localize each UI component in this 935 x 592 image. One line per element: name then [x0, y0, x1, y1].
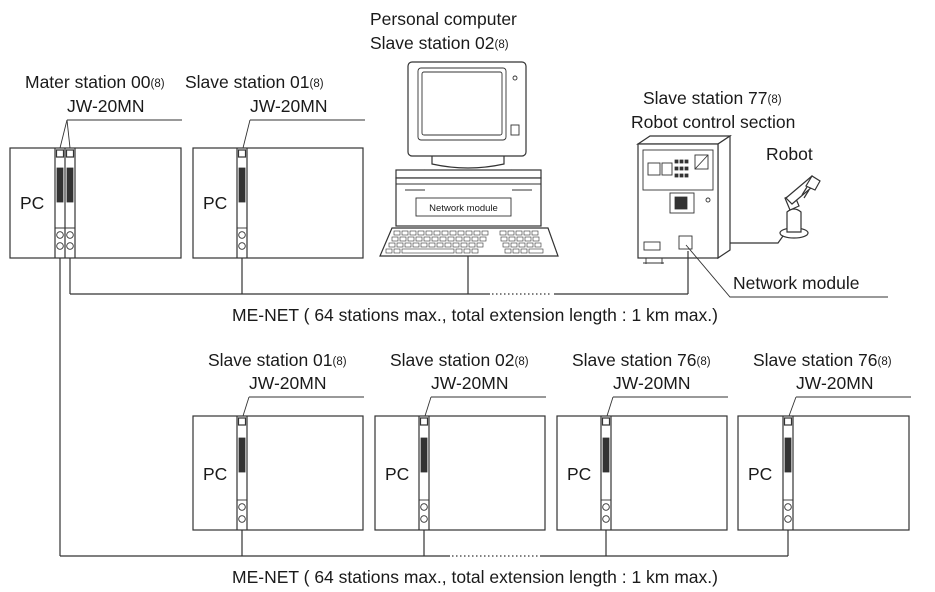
me-net-bottom-caption: ME-NET ( 64 stations max., total extensi… [232, 567, 718, 587]
pc-label: PC [203, 464, 227, 484]
bottom-slave-model: JW-20MN [796, 373, 873, 393]
pc-label: PC [203, 193, 227, 213]
top-slave-leader [242, 119, 251, 149]
master-station-pc: PC [9, 147, 182, 259]
bottom-slave-leader [788, 396, 797, 417]
pc-label: PC [748, 464, 772, 484]
computer-network-module-label: Network module [429, 203, 498, 214]
computer-station-label: Slave station 02(8) [370, 33, 509, 53]
pc-label: PC [20, 193, 44, 213]
bottom-slave-station-pc: PC [737, 415, 910, 531]
master-station-model: JW-20MN [67, 96, 144, 116]
bottom-slave-model: JW-20MN [431, 373, 508, 393]
robot-controller [636, 134, 732, 264]
bottom-slave-model: JW-20MN [613, 373, 690, 393]
pc-label: PC [385, 464, 409, 484]
network-module-callout-label: Network module [733, 273, 859, 293]
me-net-top-bus [69, 251, 689, 295]
top-slave-label: Slave station 01(8) [185, 72, 324, 92]
master-leader-2 [66, 119, 71, 149]
master-leader-1 [59, 119, 68, 149]
top-slave-model: JW-20MN [250, 96, 327, 116]
bottom-slave-model: JW-20MN [249, 373, 326, 393]
bottom-slave-leader [424, 396, 432, 417]
robot-cable [730, 235, 784, 244]
bottom-slave-label: Slave station 02(8) [390, 350, 529, 370]
robot-arm [779, 175, 821, 239]
master-station-label: Mater station 00(8) [25, 72, 165, 92]
robot-label: Robot [766, 144, 813, 164]
bottom-slave-station-pc: PC [556, 415, 728, 531]
bottom-slave-label: Slave station 76(8) [572, 350, 711, 370]
robot-station-label: Slave station 77(8) [643, 88, 782, 108]
bottom-slave-label: Slave station 76(8) [753, 350, 892, 370]
bottom-slave-station-pc: PC [374, 415, 546, 531]
computer-label: Personal computer [370, 9, 517, 29]
bottom-slave-leader [606, 396, 614, 417]
bottom-slave-label: Slave station 01(8) [208, 350, 347, 370]
me-net-top-caption: ME-NET ( 64 stations max., total extensi… [232, 305, 718, 325]
robot-control-label: Robot control section [631, 112, 795, 132]
network-module-callout-leader [685, 244, 888, 298]
me-net-bottom-bus [59, 258, 789, 557]
top-slave-station-pc: PC [192, 147, 364, 259]
bottom-slave-leader [242, 396, 250, 417]
pc-label: PC [567, 464, 591, 484]
keyboard-keys [385, 230, 544, 254]
bottom-slave-station-pc: PC [192, 415, 364, 531]
personal-computer: Network module [379, 61, 559, 257]
